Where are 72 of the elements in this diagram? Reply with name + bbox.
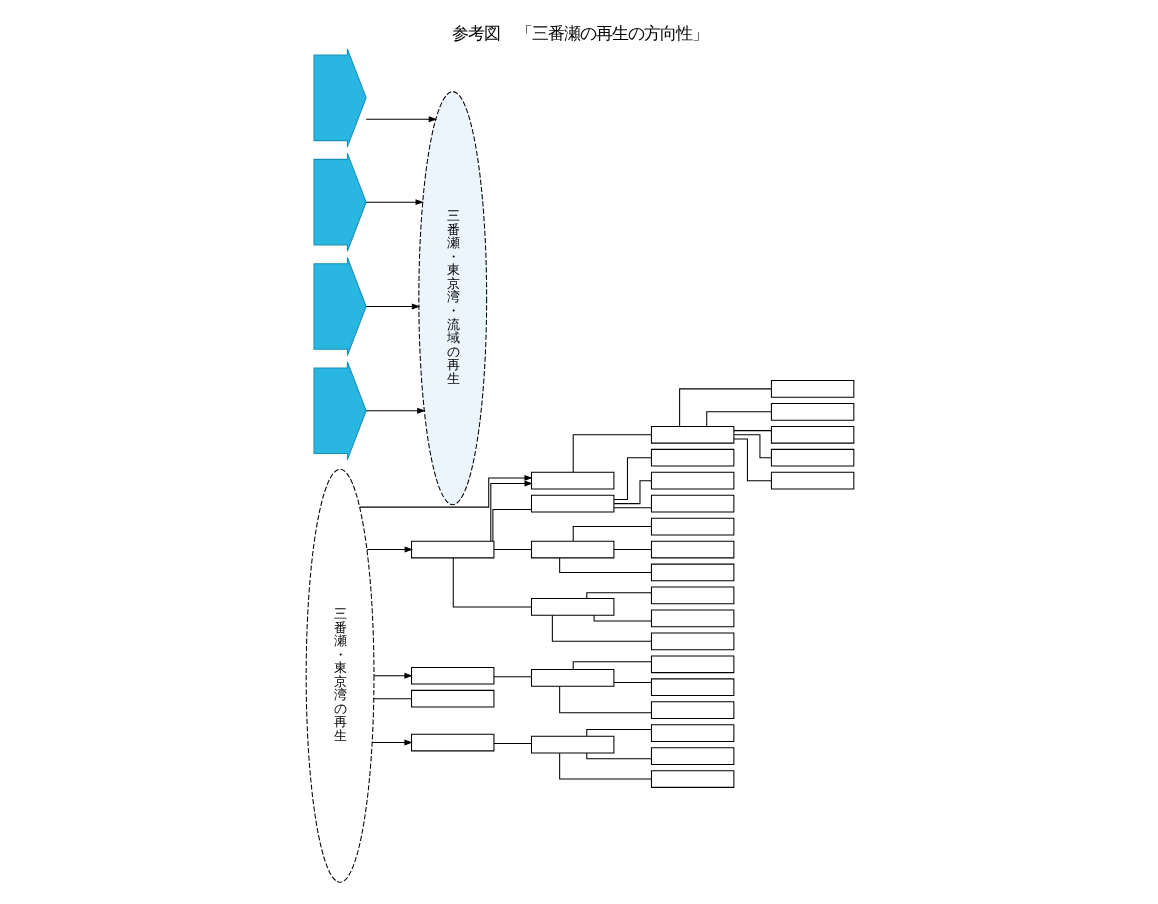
- arrow: [358, 474, 532, 508]
- arrow: [365, 546, 412, 553]
- connector: [558, 752, 651, 780]
- connector: [571, 661, 651, 670]
- node-box: [649, 701, 734, 720]
- arrow: [364, 199, 423, 206]
- node-box: [410, 689, 494, 708]
- connector: [585, 728, 651, 737]
- node-box: [529, 669, 614, 687]
- connector: [491, 509, 531, 542]
- node-bar: [312, 256, 366, 357]
- arrow: [372, 672, 412, 679]
- node-box: [649, 448, 734, 467]
- node-box: [649, 586, 734, 605]
- diagram-title: 参考図 「三番瀬の再生の方向性」: [451, 23, 707, 44]
- connector: [558, 685, 651, 714]
- arrow: [364, 407, 425, 414]
- connector: [571, 526, 651, 542]
- node-bar: [312, 152, 366, 252]
- node-box: [769, 471, 854, 490]
- node-box: [649, 655, 734, 674]
- node-box: [649, 724, 734, 742]
- connector: [732, 434, 771, 459]
- connector: [732, 438, 771, 482]
- node-box: [410, 540, 494, 559]
- arrow: [364, 116, 437, 123]
- connector: [705, 411, 771, 427]
- node-box: [649, 517, 734, 536]
- node-box: [649, 540, 734, 559]
- connector: [492, 549, 531, 551]
- node-box: [410, 733, 494, 752]
- node-box: [649, 471, 734, 490]
- node-box: [529, 471, 614, 490]
- connector: [558, 557, 651, 573]
- node-box: [529, 494, 614, 513]
- node-box: [649, 609, 734, 628]
- node-box: [529, 735, 614, 754]
- connector: [612, 457, 651, 500]
- connector: [678, 388, 771, 427]
- node-box: [410, 666, 494, 685]
- connector: [550, 615, 651, 642]
- connector: [592, 614, 651, 622]
- connector: [612, 682, 651, 684]
- connector: [571, 434, 651, 473]
- node-box: [769, 380, 854, 398]
- connector: [612, 549, 651, 551]
- node-box: [649, 678, 734, 697]
- node-box: [769, 402, 854, 421]
- node-box: [649, 563, 734, 582]
- node-box: [529, 540, 614, 559]
- node-box: [649, 632, 734, 651]
- connector: [492, 676, 531, 678]
- connector: [372, 698, 411, 700]
- node-box: [649, 770, 734, 788]
- connector: [492, 743, 531, 745]
- connector: [612, 480, 651, 505]
- arrow: [364, 303, 420, 310]
- node-box: [649, 747, 734, 765]
- node-box: [649, 494, 734, 513]
- node-box: [769, 425, 854, 444]
- node-box: [529, 598, 614, 616]
- connector: [451, 557, 531, 608]
- connector: [612, 507, 651, 509]
- node-bar: [312, 361, 366, 461]
- connector: [732, 430, 771, 432]
- connector: [585, 592, 651, 600]
- node-box: [769, 448, 854, 467]
- arrow: [370, 739, 412, 746]
- node-bar: [312, 48, 366, 148]
- arrow: [489, 480, 532, 542]
- connector: [585, 752, 651, 760]
- node-box: [649, 425, 734, 444]
